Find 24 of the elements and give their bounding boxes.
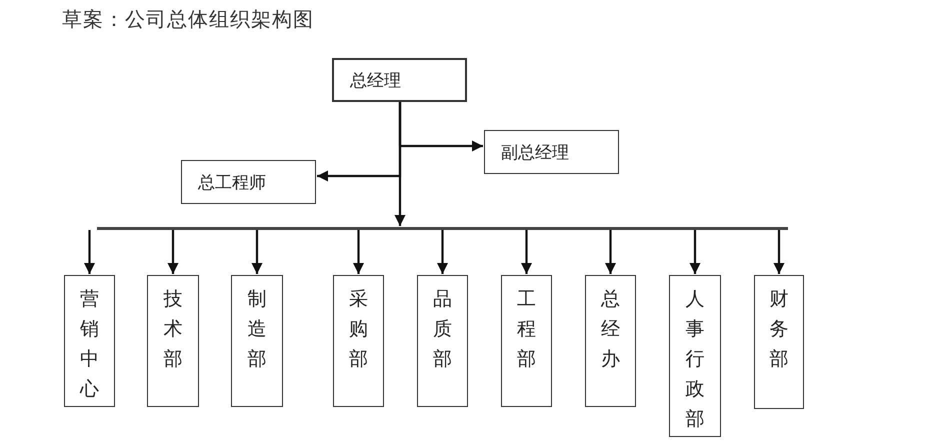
- department-box: 工程部: [501, 275, 552, 407]
- department-box: 总经办: [585, 275, 636, 407]
- position-box: 总工程师: [181, 160, 316, 204]
- department-box: 财务部: [754, 275, 804, 409]
- title: 草案：公司总体组织架构图: [62, 6, 314, 33]
- department-box: 人事行政部: [669, 275, 721, 437]
- department-box: 营销中心: [64, 275, 115, 407]
- arrow: [84, 230, 95, 274]
- position-box: 副总经理: [484, 130, 619, 174]
- arrow: [252, 230, 262, 274]
- arrow: [394, 102, 406, 226]
- department-box: 采购部: [333, 275, 384, 407]
- arrow: [521, 230, 532, 274]
- department-box: 技术部: [147, 275, 199, 407]
- arrow: [168, 230, 178, 274]
- arrow: [605, 230, 616, 274]
- arrow: [774, 230, 784, 274]
- bus-line: [97, 227, 788, 230]
- position-box: 总经理: [332, 58, 467, 102]
- arrow: [437, 230, 448, 274]
- arrow: [353, 230, 364, 274]
- arrow: [690, 230, 700, 274]
- department-box: 制造部: [231, 275, 283, 407]
- department-box: 品质部: [417, 275, 468, 407]
